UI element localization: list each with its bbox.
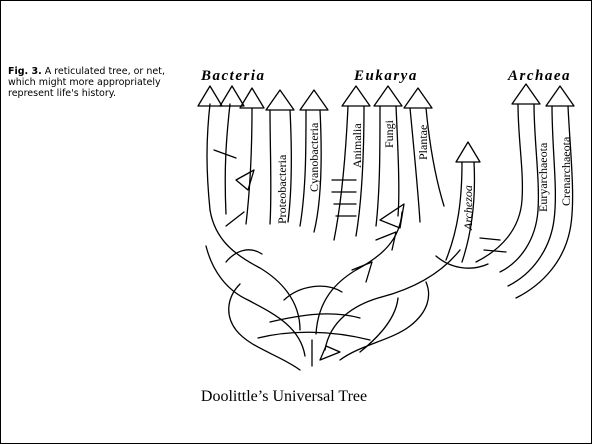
branch-label-crenarchaeota: Crenarchaeota [559,136,573,206]
group-label-archaea: Archaea [507,68,571,84]
tree-network [206,210,488,370]
branch-label-proteobacteria: Proteobacteria [275,154,289,224]
slide-title: Doolittle’s Universal Tree [201,388,367,405]
branch-label-euryarchaeota: Euryarchaeota [536,142,550,212]
branch-label-plantae: Plantae [416,125,430,160]
slide-title-container: Doolittle’s Universal Tree [0,388,592,406]
branch-label-cyanobacteria: Cyanobacteria [307,122,321,192]
branch-label-archezoa: Archezoa [461,185,475,231]
eukarya-branches [332,86,444,282]
branch-label-animalia: Animalia [350,123,364,168]
branch-label-fungi: Fungi [382,119,396,148]
group-label-eukarya: Eukarya [353,68,418,84]
group-label-bacteria: Bacteria [200,68,266,84]
